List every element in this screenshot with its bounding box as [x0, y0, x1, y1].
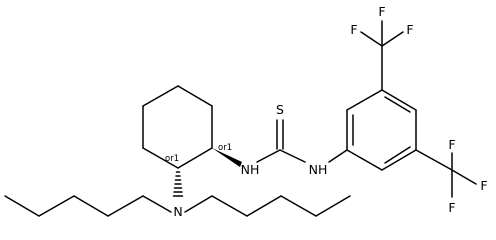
left-chain-bond-3 [73, 195, 109, 217]
benzene-ring [328, 89, 417, 171]
aryl-bond-6 [346, 149, 383, 171]
amine-n-label: N [173, 204, 182, 219]
thiourea-group: S NH NH [241, 102, 328, 177]
ring-bond-6 [177, 147, 213, 169]
right-chain-bond-3 [246, 195, 282, 217]
right-chain-bond-5 [315, 195, 351, 217]
ring-bond-5 [142, 147, 179, 169]
aryl-bond-3 [381, 89, 417, 111]
cf3-group-upper: F F F [350, 4, 414, 91]
cf3-lower-bond [415, 149, 453, 171]
aryl-bond-2 [346, 89, 383, 111]
nh-right-label: NH [309, 162, 328, 177]
fluorine-label-u2: F [406, 22, 413, 37]
left-chain-bond-1 [142, 195, 172, 213]
aryl-inner-double-2 [384, 96, 411, 113]
right-chain-bond-2 [211, 195, 248, 217]
stereo-label-c2: or1 [165, 154, 179, 164]
left-chain-bond-2 [107, 195, 144, 217]
cyclohexane-ring: or1 or1 [142, 85, 242, 197]
cf3-group-lower: F F F [415, 137, 488, 215]
molecule-drawing: S NH NH or1 or1 N [4, 4, 488, 219]
wedge-bond-c1-nh [212, 148, 242, 167]
fluorine-label-u3: F [378, 4, 385, 19]
sulfur-label: S [276, 102, 284, 117]
cf3-upper-f2-bond [381, 31, 404, 47]
left-chain-bond-5 [4, 195, 40, 217]
right-chain-bond-1 [184, 195, 213, 213]
aryl-bond-5 [381, 149, 417, 171]
stereo-label-c1: or1 [218, 143, 232, 153]
c-n-left-bond [256, 149, 281, 163]
dipentylamine-group: N [4, 195, 351, 219]
fluorine-label-l2: F [480, 178, 487, 193]
fluorine-label-u1: F [350, 22, 357, 37]
fluorine-label-l1: F [448, 137, 455, 152]
aryl-inner-double-3 [384, 146, 411, 164]
hashed-wedge-c2-n [172, 171, 184, 197]
structure-canvas: S NH NH or1 or1 N [4, 4, 488, 219]
cf3-lower-f2-bond [451, 169, 477, 185]
nh-left-label: NH [241, 162, 260, 177]
ring-bond-3 [142, 85, 179, 107]
ring-bond-2 [177, 85, 213, 107]
n-aryl-bond [328, 149, 348, 163]
cf3-upper-f1-bond [360, 31, 383, 47]
c-n-right-bond [279, 149, 306, 163]
left-chain-bond-4 [38, 195, 75, 217]
fluorine-label-l3: F [448, 200, 455, 215]
right-chain-bond-4 [280, 195, 317, 217]
